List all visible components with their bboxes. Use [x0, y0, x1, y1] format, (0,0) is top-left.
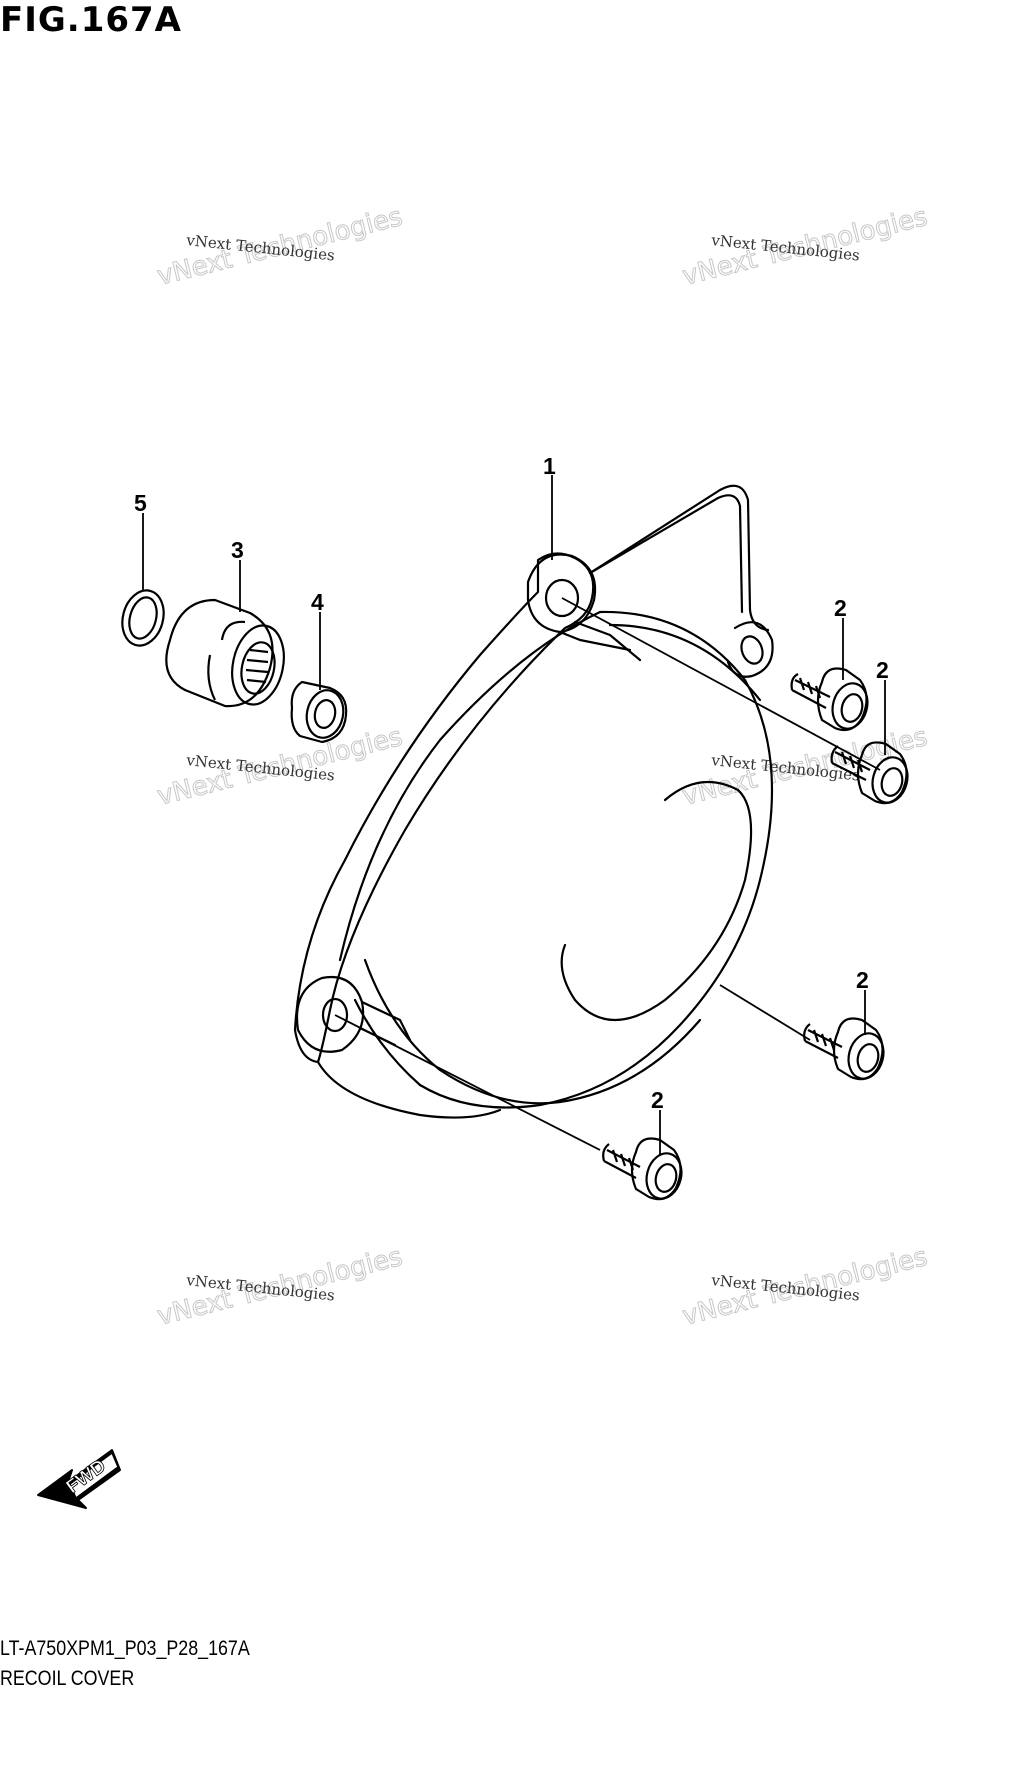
watermark-bottom-left: vNext Technologies vNext Technologies [154, 1241, 406, 1332]
callout-4: 4 [311, 589, 324, 615]
recoil-cover-part [293, 484, 774, 1119]
collar-part [165, 598, 285, 708]
figure-code: LT-A750XPM1_P03_P28_167A [0, 1637, 250, 1660]
watermark-mid-right: vNext Technologies vNext Technologies [679, 721, 931, 812]
watermark-bottom-right: vNext Technologies vNext Technologies [679, 1241, 931, 1332]
callout-2: 2 [856, 967, 869, 993]
callout-5: 5 [134, 490, 147, 516]
bolt-part [830, 741, 909, 805]
bolt-part [790, 667, 869, 732]
forward-arrow-icon: FWD [37, 1449, 121, 1509]
o-ring-part [121, 589, 165, 647]
callout-leaders [142, 475, 886, 1155]
figure-name: RECOIL COVER [0, 1667, 135, 1690]
callout-2: 2 [834, 595, 847, 621]
centerlines [334, 597, 881, 1151]
callout-2: 2 [651, 1087, 664, 1113]
callout-2: 2 [876, 657, 889, 683]
watermark-top-left: vNext Technologies vNext Technologies [154, 201, 406, 292]
watermark-top-right: vNext Technologies vNext Technologies [679, 201, 931, 292]
callout-3: 3 [231, 537, 244, 563]
nut-part [290, 680, 348, 744]
bolt-part [602, 1137, 683, 1201]
watermark-mid-left: vNext Technologies vNext Technologies [154, 721, 406, 812]
figure-title: FIG.167A [0, 0, 182, 40]
callout-1: 1 [543, 453, 556, 479]
bolt-part [803, 1017, 885, 1081]
